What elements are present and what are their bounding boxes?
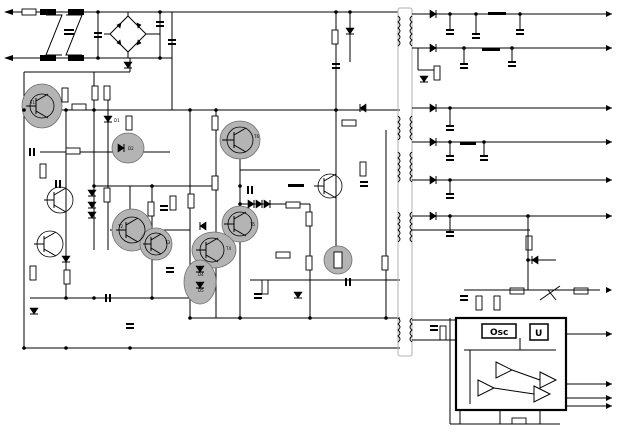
capacitors (29, 63, 468, 331)
comparator-3 (539, 371, 558, 389)
comparator-1 (495, 361, 514, 379)
d1-label: D1 (114, 118, 120, 123)
d2-label: D2 (128, 146, 134, 151)
oscillator-block (481, 323, 517, 339)
ic-package (454, 316, 568, 412)
mains-input (4, 8, 176, 110)
t6-label: T6 (253, 134, 259, 139)
resistors (29, 29, 589, 425)
control-ic: Osc U (412, 285, 612, 425)
comparator-4 (533, 385, 552, 403)
t1-label: T1 (29, 100, 35, 105)
transistor-t6 (219, 120, 261, 160)
comparator-2 (477, 379, 496, 397)
transistor-t5 (221, 205, 259, 243)
transistor-t1 (21, 83, 63, 129)
d4-label: D4 (198, 272, 204, 277)
t2-label: T2 (117, 224, 123, 229)
oscillator-label: Osc (490, 328, 508, 338)
u-label: U (535, 329, 542, 339)
transformer (397, 7, 413, 357)
junction-dots (22, 10, 530, 350)
t4-label: T4 (225, 246, 231, 251)
diodes: D1 D2 D4 D5 (29, 27, 539, 315)
secondary-outputs (412, 9, 612, 290)
rails (23, 11, 400, 349)
diode-d2-highlight (111, 132, 145, 164)
d5-label: D5 (198, 288, 204, 293)
transistor-symbols: T1 T6 T2 T3 T5 T4 (26, 93, 343, 263)
transistor-t4 (191, 231, 237, 269)
u-block (529, 323, 549, 341)
t3-label: T3 (164, 240, 170, 245)
t5-label: T5 (249, 222, 255, 227)
